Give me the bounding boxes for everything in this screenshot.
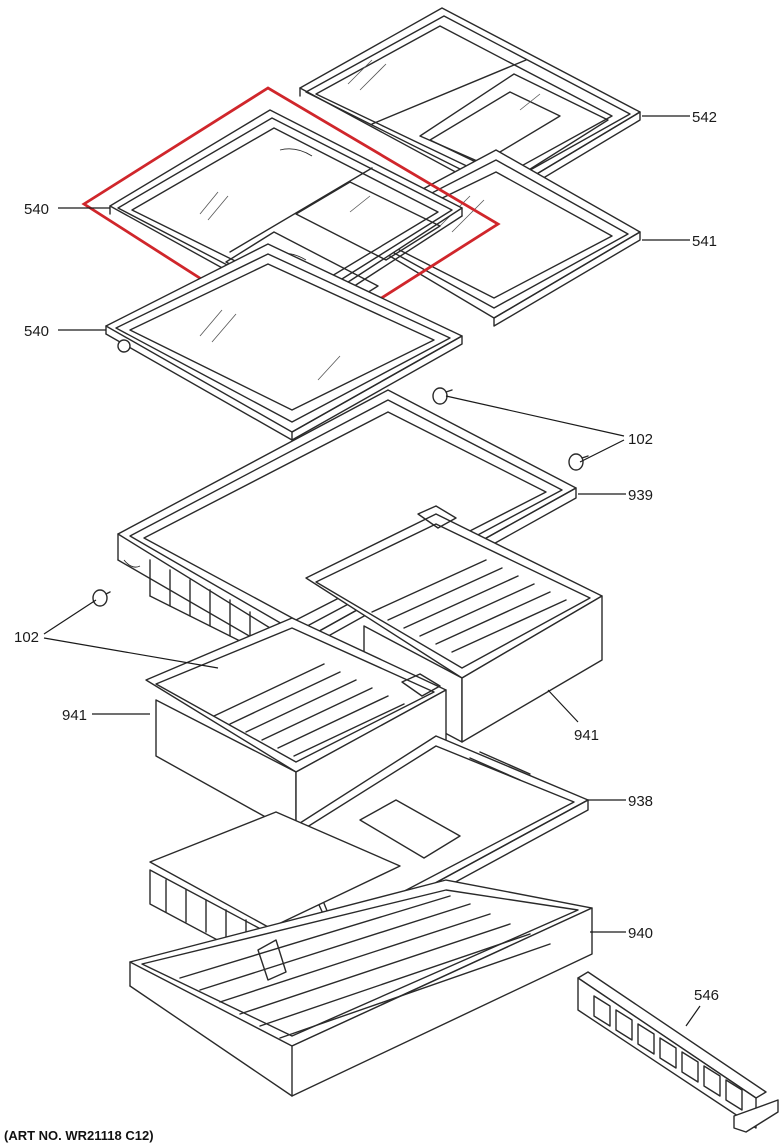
roller-102-upper: [432, 387, 589, 471]
shelf-542: [299, 7, 641, 205]
callout-102-upper: 102: [628, 431, 653, 448]
callout-542: 542: [692, 109, 717, 126]
shelf-540-lower: [105, 243, 463, 441]
callout-941-right: 941: [574, 727, 599, 744]
callout-938: 938: [628, 793, 653, 810]
callout-546: 546: [694, 987, 719, 1004]
drawer-941-left: [145, 617, 447, 835]
callout-939: 939: [628, 487, 653, 504]
callout-540-lower: 540: [24, 323, 49, 340]
art-number: (ART NO. WR21118 C12): [4, 1128, 154, 1143]
callout-941-left: 941: [62, 707, 87, 724]
callout-102-lower: 102: [14, 629, 39, 646]
leader-lines: [43, 115, 701, 1027]
pan-940: [129, 811, 593, 1097]
callout-541: 541: [692, 233, 717, 250]
divider-546: [577, 971, 779, 1133]
callout-540-upper: 540: [24, 201, 49, 218]
callout-940: 940: [628, 925, 653, 942]
